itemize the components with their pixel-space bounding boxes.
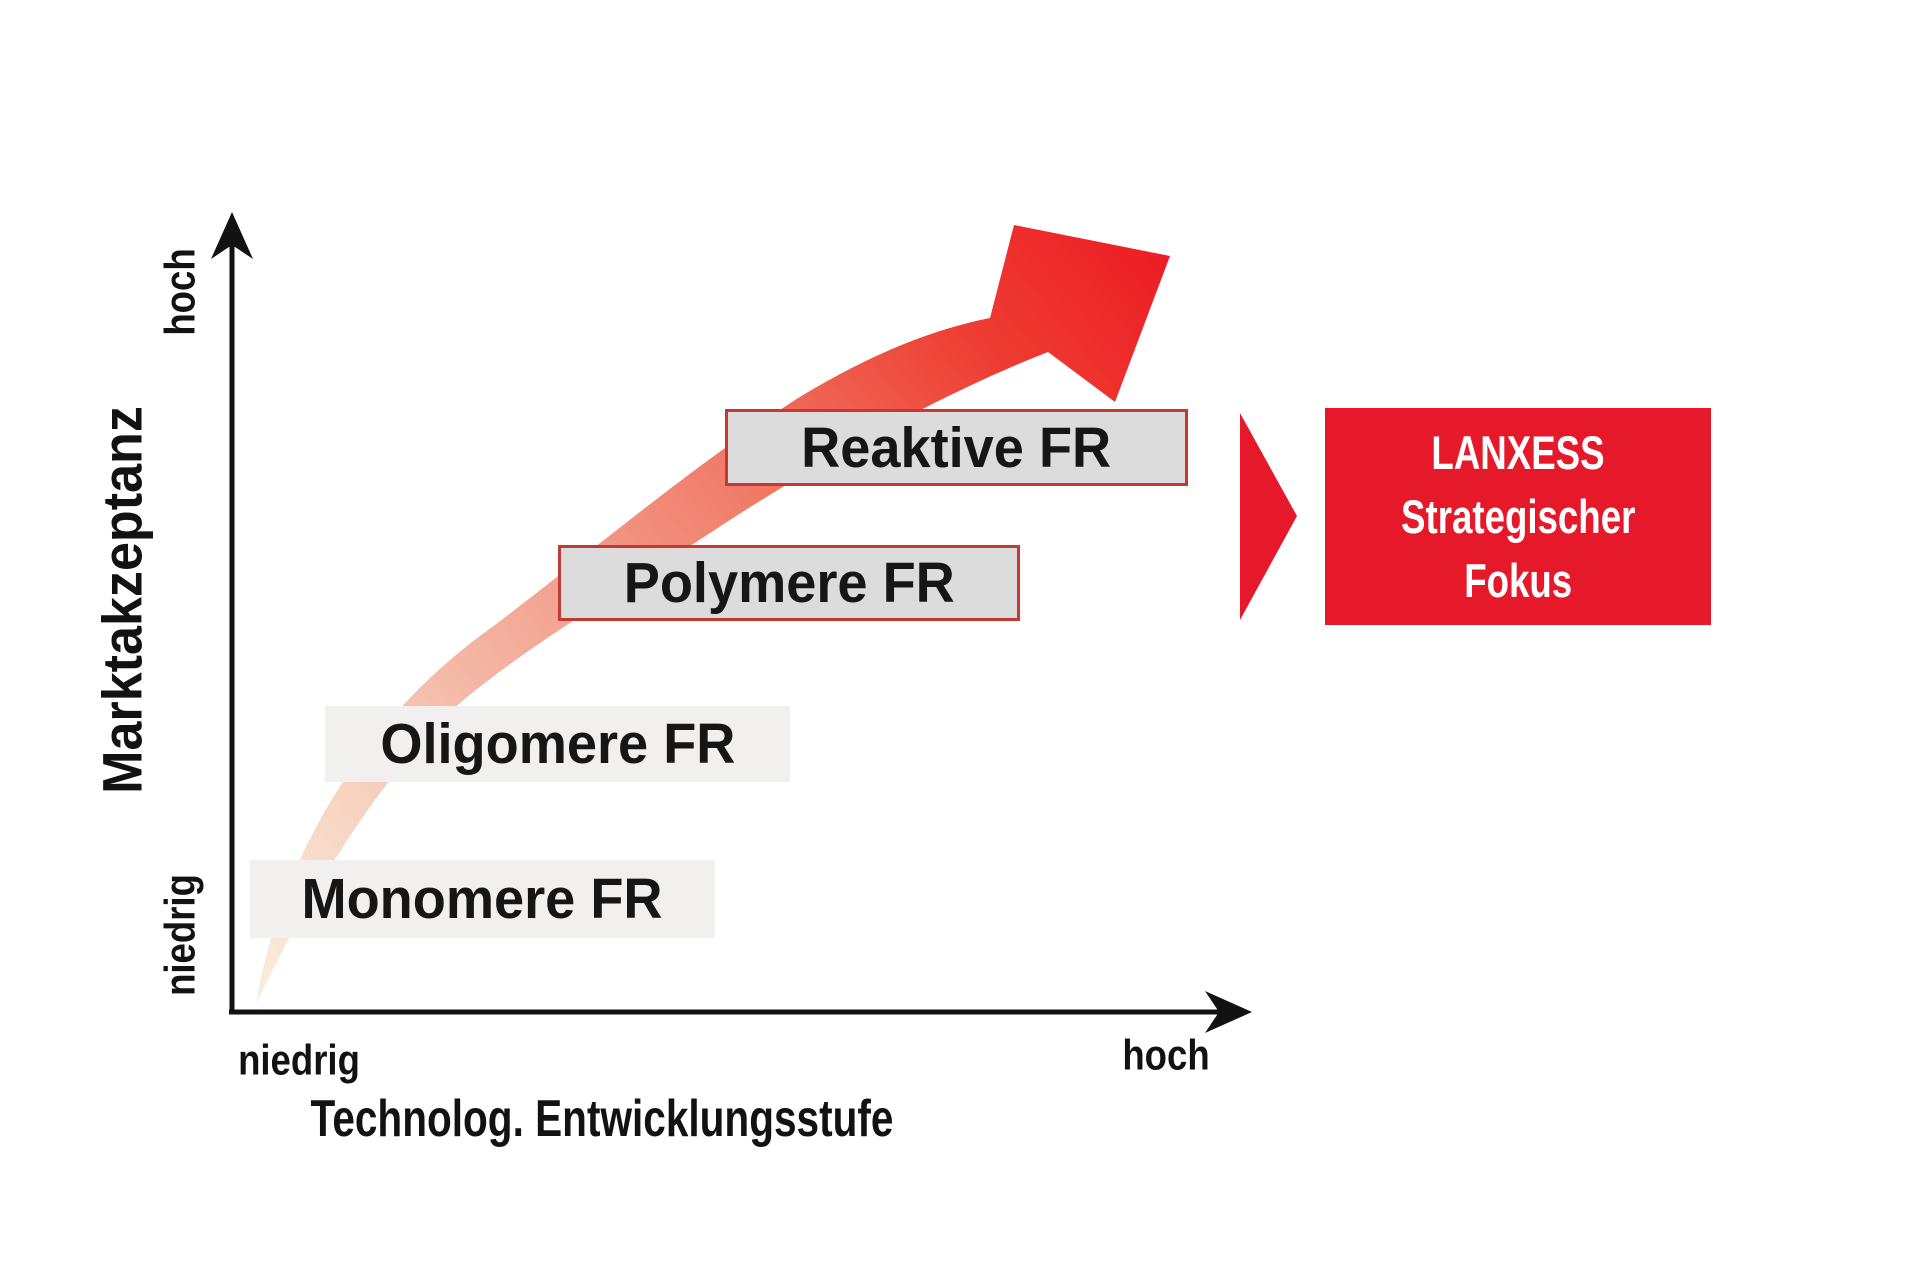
- callout-line: LANXESS: [1431, 425, 1605, 479]
- focus-pointer-triangle-icon: [1240, 413, 1297, 620]
- stage-box-monomere: Monomere FR: [250, 860, 715, 938]
- y-axis-title: Marktakzeptanz: [90, 406, 154, 794]
- stage-box-polymere: Polymere FR: [558, 545, 1020, 621]
- x-axis-title: Technolog. Entwicklungsstufe: [310, 1090, 894, 1148]
- stage-box-reaktive: Reaktive FR: [725, 409, 1188, 486]
- callout-line: Fokus: [1464, 553, 1572, 607]
- growth-swoosh-arrow: [256, 225, 1170, 1004]
- stage-label: Monomere FR: [301, 867, 664, 931]
- stage-label: Oligomere FR: [379, 712, 736, 776]
- strategic-focus-callout: LANXESS Strategischer Fokus: [1325, 408, 1711, 625]
- y-axis-label-niedrig: niedrig: [156, 874, 205, 996]
- callout-line: Strategischer: [1400, 489, 1636, 543]
- stage-box-oligomere: Oligomere FR: [325, 706, 790, 782]
- stage-label: Polymere FR: [623, 551, 955, 615]
- x-axis-arrowhead-icon: [1205, 991, 1252, 1033]
- y-axis-label-hoch: hoch: [156, 248, 205, 336]
- x-axis-label-niedrig: niedrig: [238, 1036, 360, 1085]
- x-axis-label-hoch: hoch: [1122, 1031, 1210, 1080]
- y-axis-arrowhead-icon: [211, 212, 253, 259]
- stage-label: Reaktive FR: [801, 415, 1112, 480]
